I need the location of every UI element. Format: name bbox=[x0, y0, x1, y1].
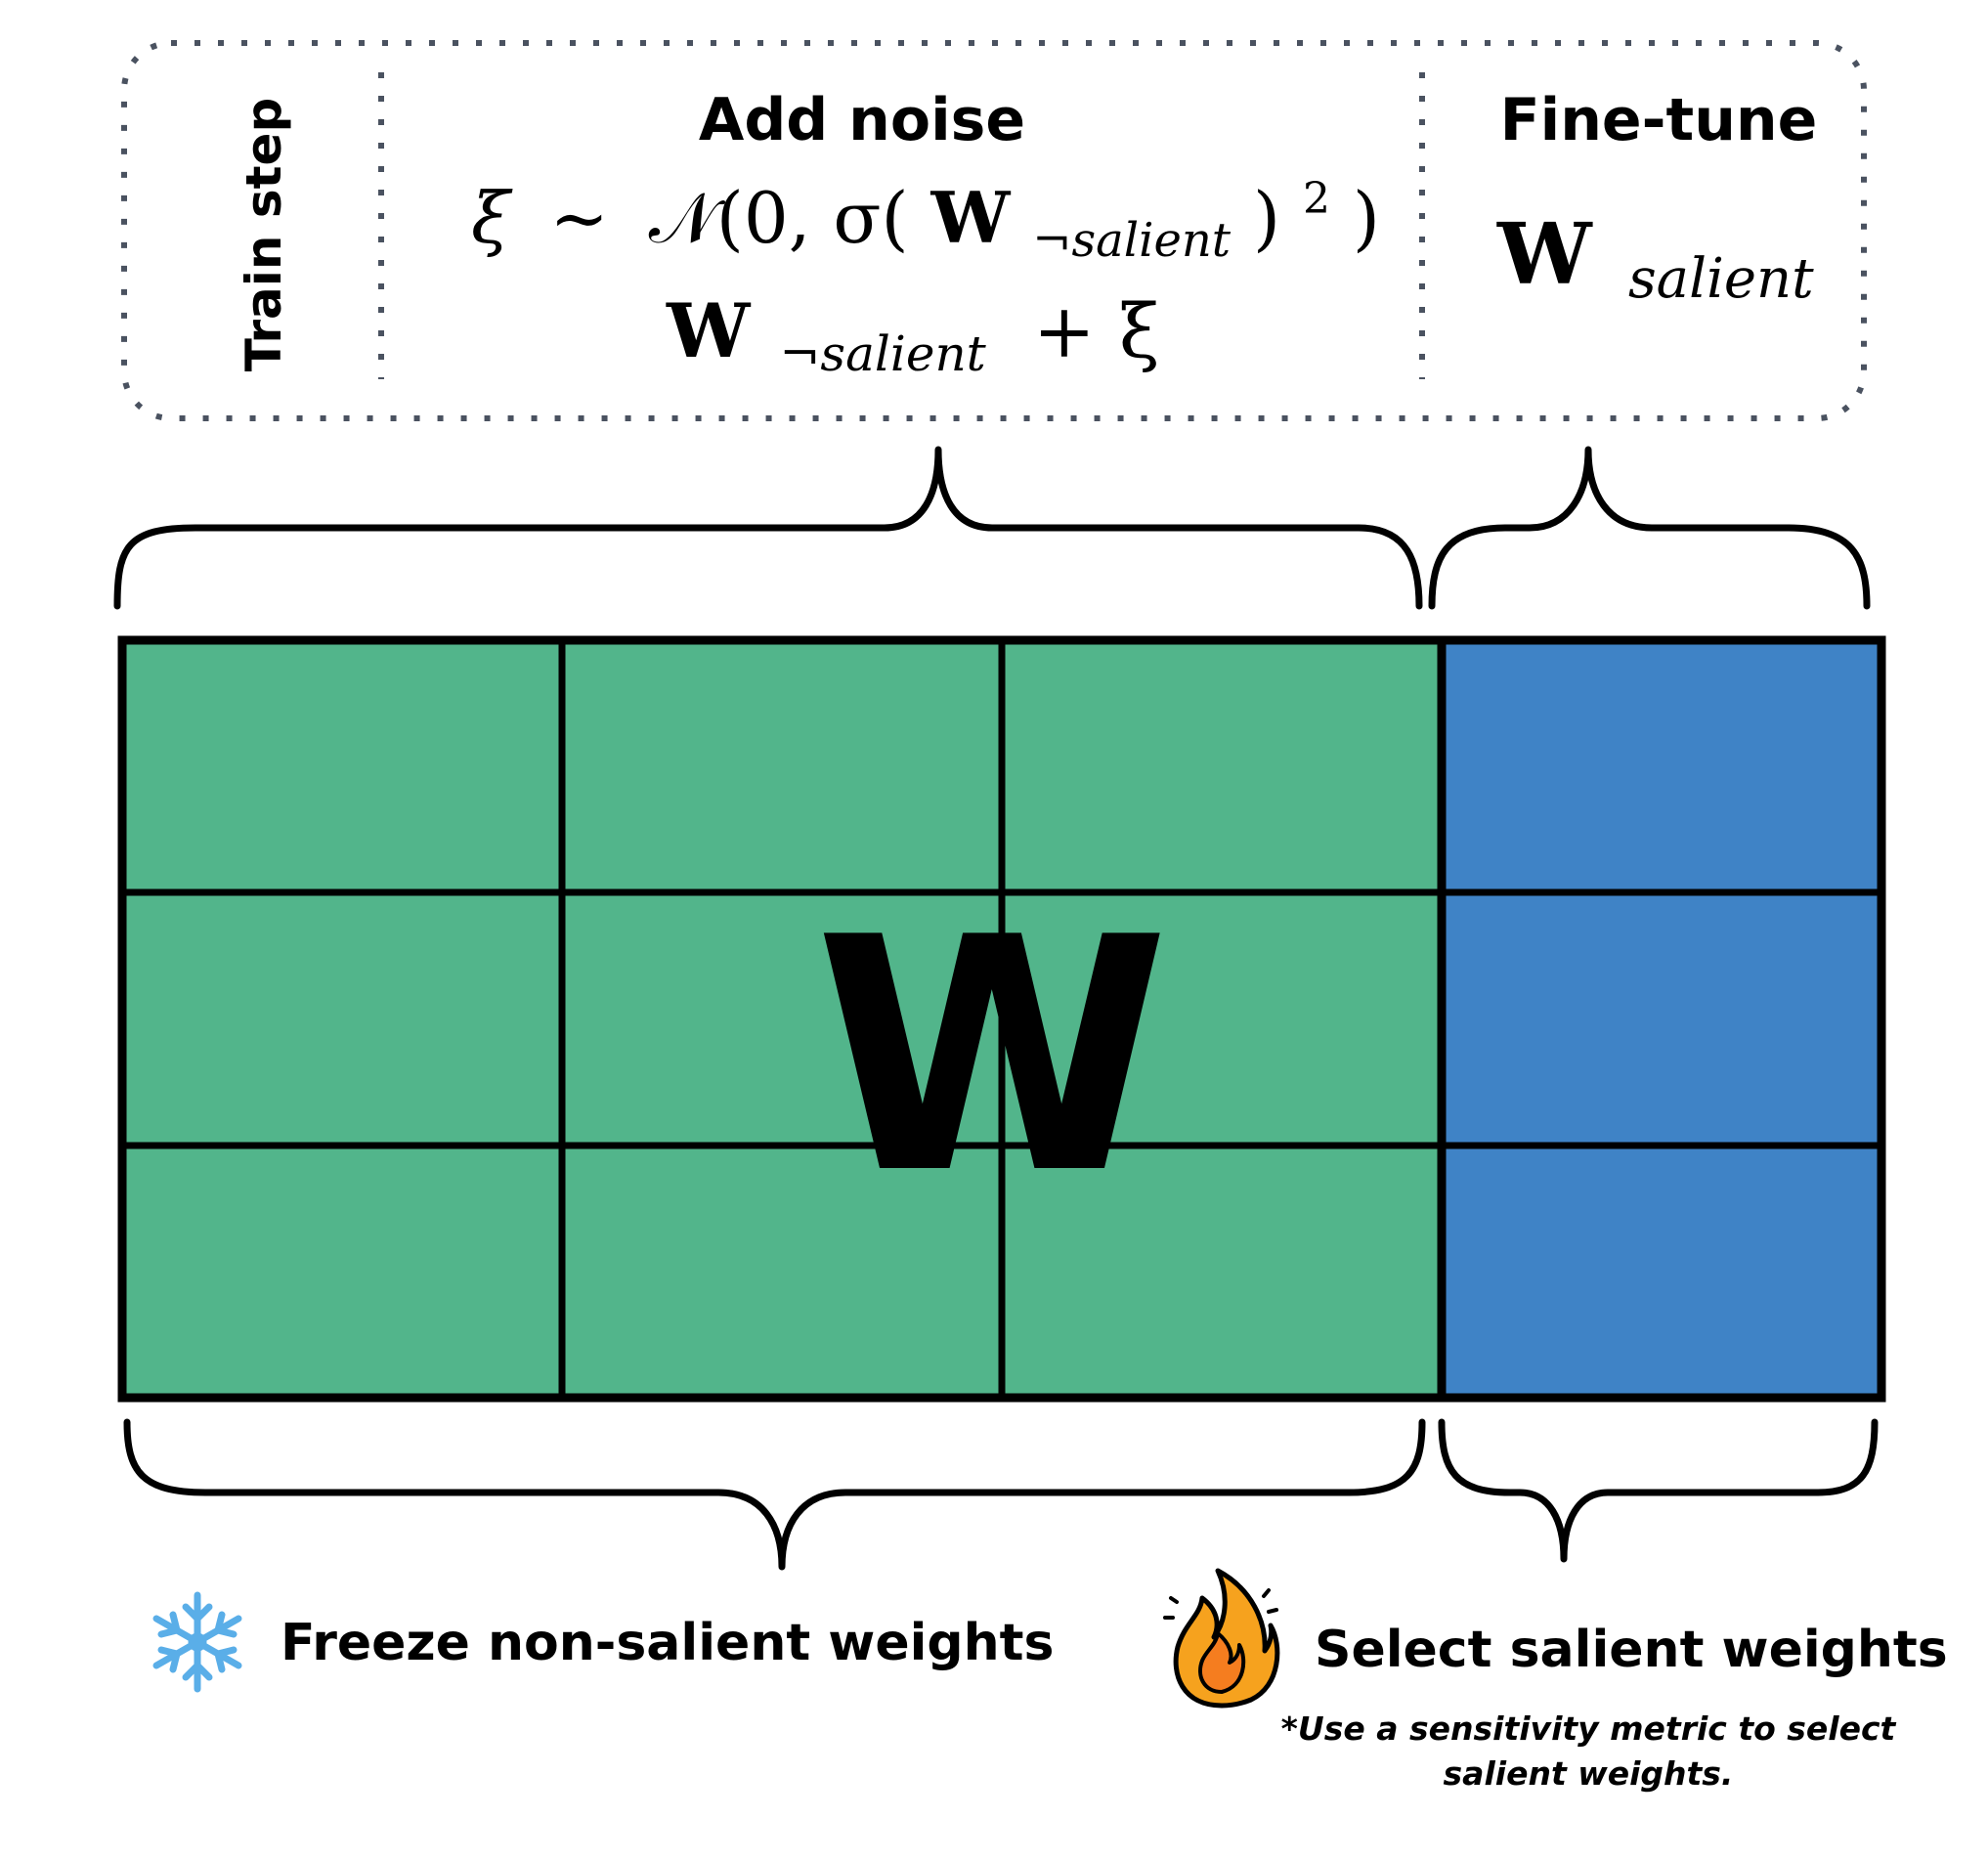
top-brace-non-salient bbox=[113, 446, 1423, 610]
matrix-label: W bbox=[814, 869, 1170, 1244]
select-label: Select salient weights bbox=[1315, 1621, 1948, 1679]
noise-update-formula: W ¬salient + ξ bbox=[666, 287, 1160, 388]
add-noise-title: Add noise bbox=[699, 86, 1025, 154]
header-dotted-border bbox=[121, 40, 1867, 421]
noise-sampling-formula: ξ ∼ 𝒩(0, σ( W ¬salient ) 2 ) bbox=[471, 148, 1380, 273]
freeze-legend: Freeze non-salient weights bbox=[152, 1591, 1054, 1693]
snowflake-icon bbox=[152, 1591, 242, 1693]
fire-icon bbox=[1163, 1568, 1280, 1709]
top-brace-salient bbox=[1428, 446, 1871, 610]
weight-matrix: W bbox=[117, 635, 1886, 1403]
select-legend: Select salient weights *Use a sensitivit… bbox=[1163, 1568, 1948, 1793]
train-step-label: Train step bbox=[236, 98, 292, 372]
freeze-label: Freeze non-salient weights bbox=[281, 1614, 1054, 1672]
fine-tune-title: Fine-tune bbox=[1500, 86, 1818, 154]
matrix-outline bbox=[117, 635, 1886, 1403]
fine-tune-formula: W salient bbox=[1496, 205, 1814, 311]
header-panel: Train step Add noise ξ ∼ 𝒩(0, σ( W ¬sali… bbox=[121, 40, 1867, 421]
bottom-brace-non-salient bbox=[123, 1418, 1426, 1571]
footnote-line-2: salient weights. bbox=[1444, 1754, 1734, 1793]
non-salient-block bbox=[122, 640, 1442, 1398]
bottom-brace-salient bbox=[1438, 1418, 1879, 1563]
footnote-line-1: *Use a sensitivity metric to select bbox=[1281, 1710, 1897, 1748]
salient-block bbox=[1442, 640, 1881, 1398]
